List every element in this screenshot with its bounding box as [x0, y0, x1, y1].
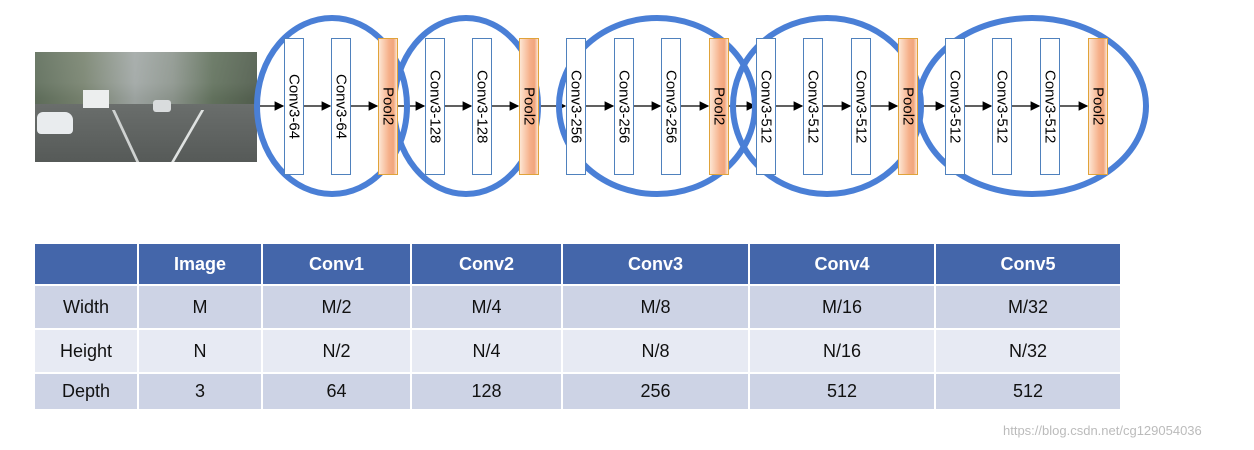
- pool-layer: Pool2: [378, 38, 398, 175]
- dimension-table: Image Conv1 Conv2 Conv3 Conv4 Conv5 Widt…: [35, 244, 1122, 409]
- table-cell: 3: [138, 372, 263, 409]
- header-cell: Image: [138, 244, 263, 285]
- table-cell: M/4: [411, 284, 563, 329]
- table-cell: N/4: [411, 328, 563, 373]
- layer-label: Conv3-64: [285, 73, 303, 140]
- block-highlight-circle: [556, 15, 758, 197]
- layer-label: Conv3-128: [473, 69, 491, 144]
- table-cell: N: [138, 328, 263, 373]
- pool-layer: Pool2: [709, 38, 729, 175]
- block-highlight-circle: [915, 15, 1149, 197]
- table-cell: M/16: [749, 284, 936, 329]
- road: [35, 104, 257, 162]
- table-row: Depth 3 64 128 256 512 512: [35, 372, 1122, 409]
- table-cell: 512: [935, 372, 1122, 409]
- header-cell: [35, 244, 139, 285]
- layer-label: Conv3-512: [804, 69, 822, 144]
- conv-layer: Conv3-128: [425, 38, 445, 175]
- header-cell: Conv5: [935, 244, 1122, 285]
- car: [37, 112, 73, 134]
- table-cell: 64: [262, 372, 412, 409]
- layer-label: Conv3-512: [852, 69, 870, 144]
- table-cell: 128: [411, 372, 563, 409]
- layer-label: Conv3-512: [993, 69, 1011, 144]
- layer-label: Conv3-256: [567, 69, 585, 144]
- layer-label: Conv3-512: [946, 69, 964, 144]
- conv-layer: Conv3-512: [1040, 38, 1060, 175]
- conv-layer: Conv3-256: [661, 38, 681, 175]
- trees: [35, 52, 257, 104]
- layer-label: Conv3-64: [332, 73, 350, 140]
- table-cell: N/2: [262, 328, 412, 373]
- truck: [83, 90, 109, 108]
- conv-layer: Conv3-64: [331, 38, 351, 175]
- block-highlight-circle: [254, 15, 410, 197]
- conv-layer: Conv3-512: [851, 38, 871, 175]
- layer-label: Conv3-256: [615, 69, 633, 144]
- watermark: https://blog.csdn.net/cg129054036: [1003, 423, 1202, 438]
- pool-layer: Pool2: [1088, 38, 1108, 175]
- header-cell: Conv1: [262, 244, 412, 285]
- row-label: Depth: [35, 372, 139, 409]
- conv-layer: Conv3-64: [284, 38, 304, 175]
- conv-layer: Conv3-128: [472, 38, 492, 175]
- conv-layer: Conv3-256: [614, 38, 634, 175]
- pool-layer: Pool2: [898, 38, 918, 175]
- pool-layer: Pool2: [519, 38, 539, 175]
- layer-label: Pool2: [1089, 87, 1107, 126]
- table-cell: M/32: [935, 284, 1122, 329]
- layer-label: Pool2: [379, 87, 397, 126]
- conv-layer: Conv3-512: [756, 38, 776, 175]
- table-cell: M/2: [262, 284, 412, 329]
- layer-label: Conv3-128: [426, 69, 444, 144]
- table-header-row: Image Conv1 Conv2 Conv3 Conv4 Conv5: [35, 244, 1122, 285]
- conv-layer: Conv3-256: [566, 38, 586, 175]
- conv-layer: Conv3-512: [803, 38, 823, 175]
- table-cell: 256: [562, 372, 750, 409]
- layer-label: Pool2: [710, 87, 728, 126]
- layer-label: Conv3-512: [1041, 69, 1059, 144]
- layer-label: Conv3-512: [757, 69, 775, 144]
- layer-label: Pool2: [520, 87, 538, 126]
- car: [153, 100, 171, 112]
- table-cell: N/32: [935, 328, 1122, 373]
- row-label: Width: [35, 284, 139, 329]
- header-cell: Conv4: [749, 244, 936, 285]
- street-scene-image: [35, 52, 257, 162]
- layer-label: Pool2: [899, 87, 917, 126]
- table-cell: M/8: [562, 284, 750, 329]
- conv-layer: Conv3-512: [945, 38, 965, 175]
- layer-label: Conv3-256: [662, 69, 680, 144]
- table-cell: N/8: [562, 328, 750, 373]
- row-label: Height: [35, 328, 139, 373]
- header-cell: Conv3: [562, 244, 750, 285]
- header-cell: Conv2: [411, 244, 563, 285]
- table-row: Width M M/2 M/4 M/8 M/16 M/32: [35, 284, 1122, 329]
- table-cell: N/16: [749, 328, 936, 373]
- table-row: Height N N/2 N/4 N/8 N/16 N/32: [35, 328, 1122, 373]
- table-cell: 512: [749, 372, 936, 409]
- conv-layer: Conv3-512: [992, 38, 1012, 175]
- table-cell: M: [138, 284, 263, 329]
